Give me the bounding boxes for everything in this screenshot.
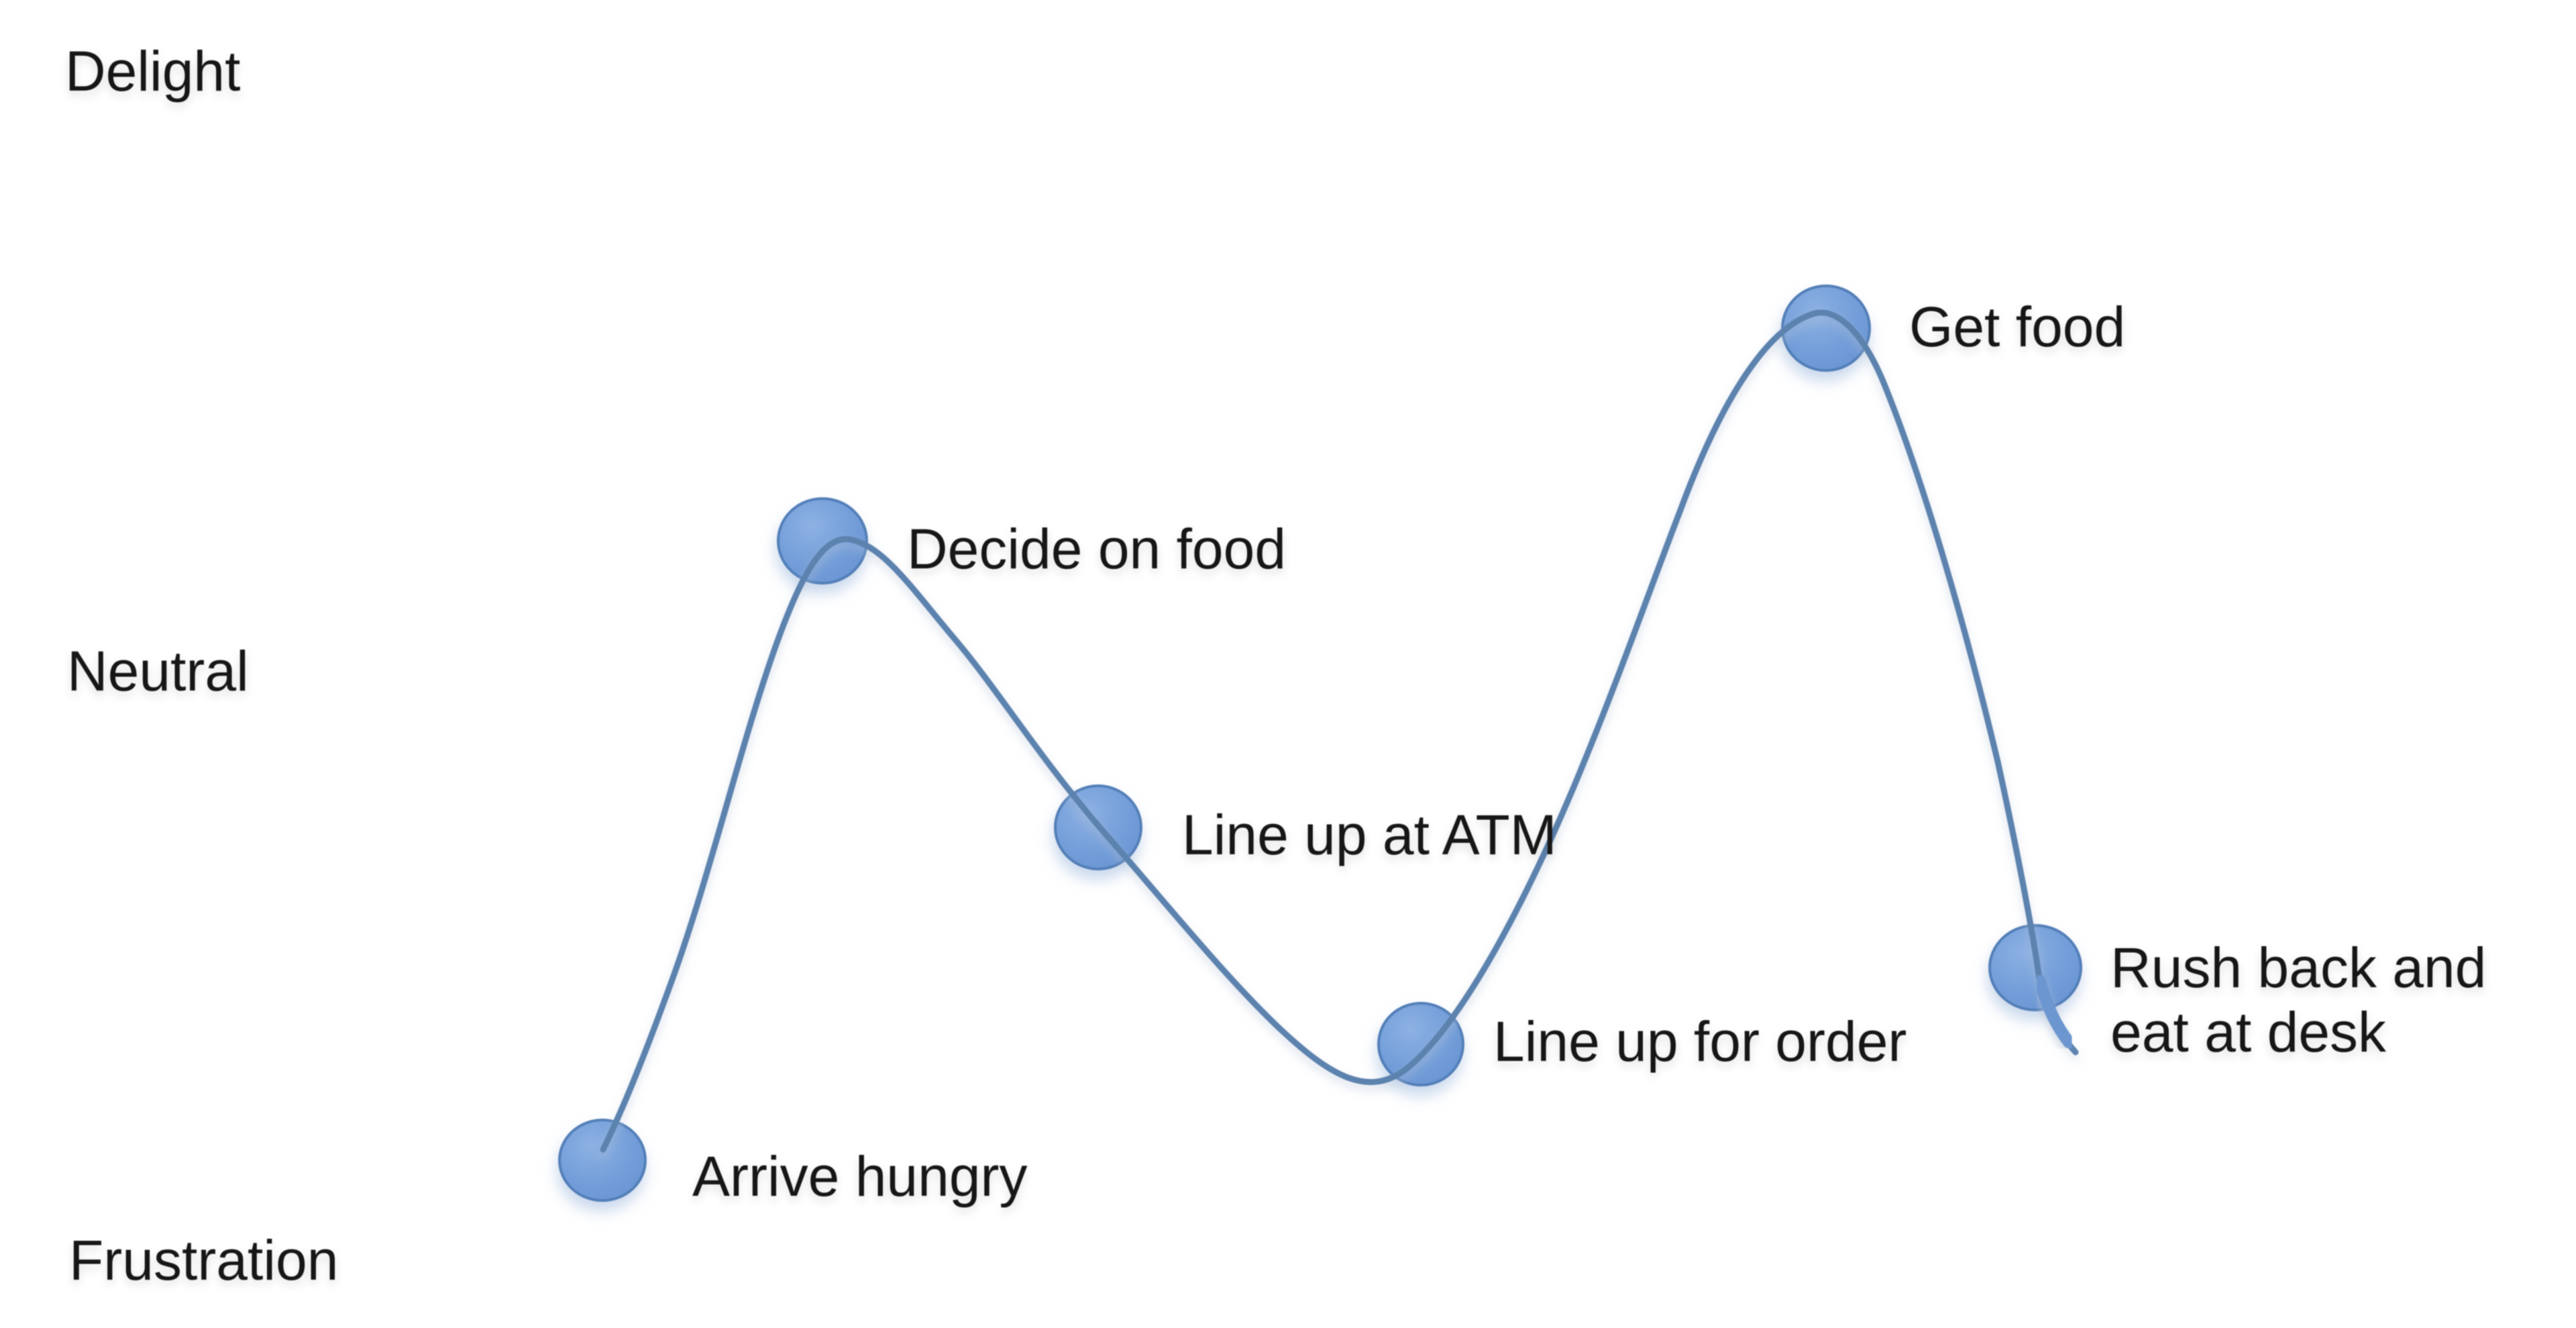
point-arrive-hungry xyxy=(558,1119,647,1202)
annotation-decide-on-food: Decide on food xyxy=(907,517,1287,580)
annotation-get-food: Get food xyxy=(1909,295,2126,358)
band-label-delight: Delight xyxy=(65,40,241,103)
curve-tail xyxy=(2034,975,2075,1048)
annotation-line-up-for-order: Line up for order xyxy=(1493,1010,1907,1073)
annotation-line-up-at-atm: Line up at ATM xyxy=(1182,803,1557,866)
point-line-up-for-order xyxy=(1377,1002,1464,1086)
annotation-rush-back: Rush back and eat at desk xyxy=(2110,935,2486,1064)
point-decide-on-food xyxy=(777,497,868,584)
annotation-arrive-hungry: Arrive hungry xyxy=(692,1145,1028,1208)
journey-points xyxy=(558,285,2082,1202)
annotation-rush-back-line2: eat at desk xyxy=(2110,1001,2386,1064)
emotion-curve xyxy=(600,309,2079,1153)
band-label-frustration: Frustration xyxy=(69,1229,339,1292)
band-label-neutral: Neutral xyxy=(67,640,249,703)
point-get-food xyxy=(1781,285,1871,372)
annotation-rush-back-line1: Rush back and xyxy=(2110,936,2487,999)
